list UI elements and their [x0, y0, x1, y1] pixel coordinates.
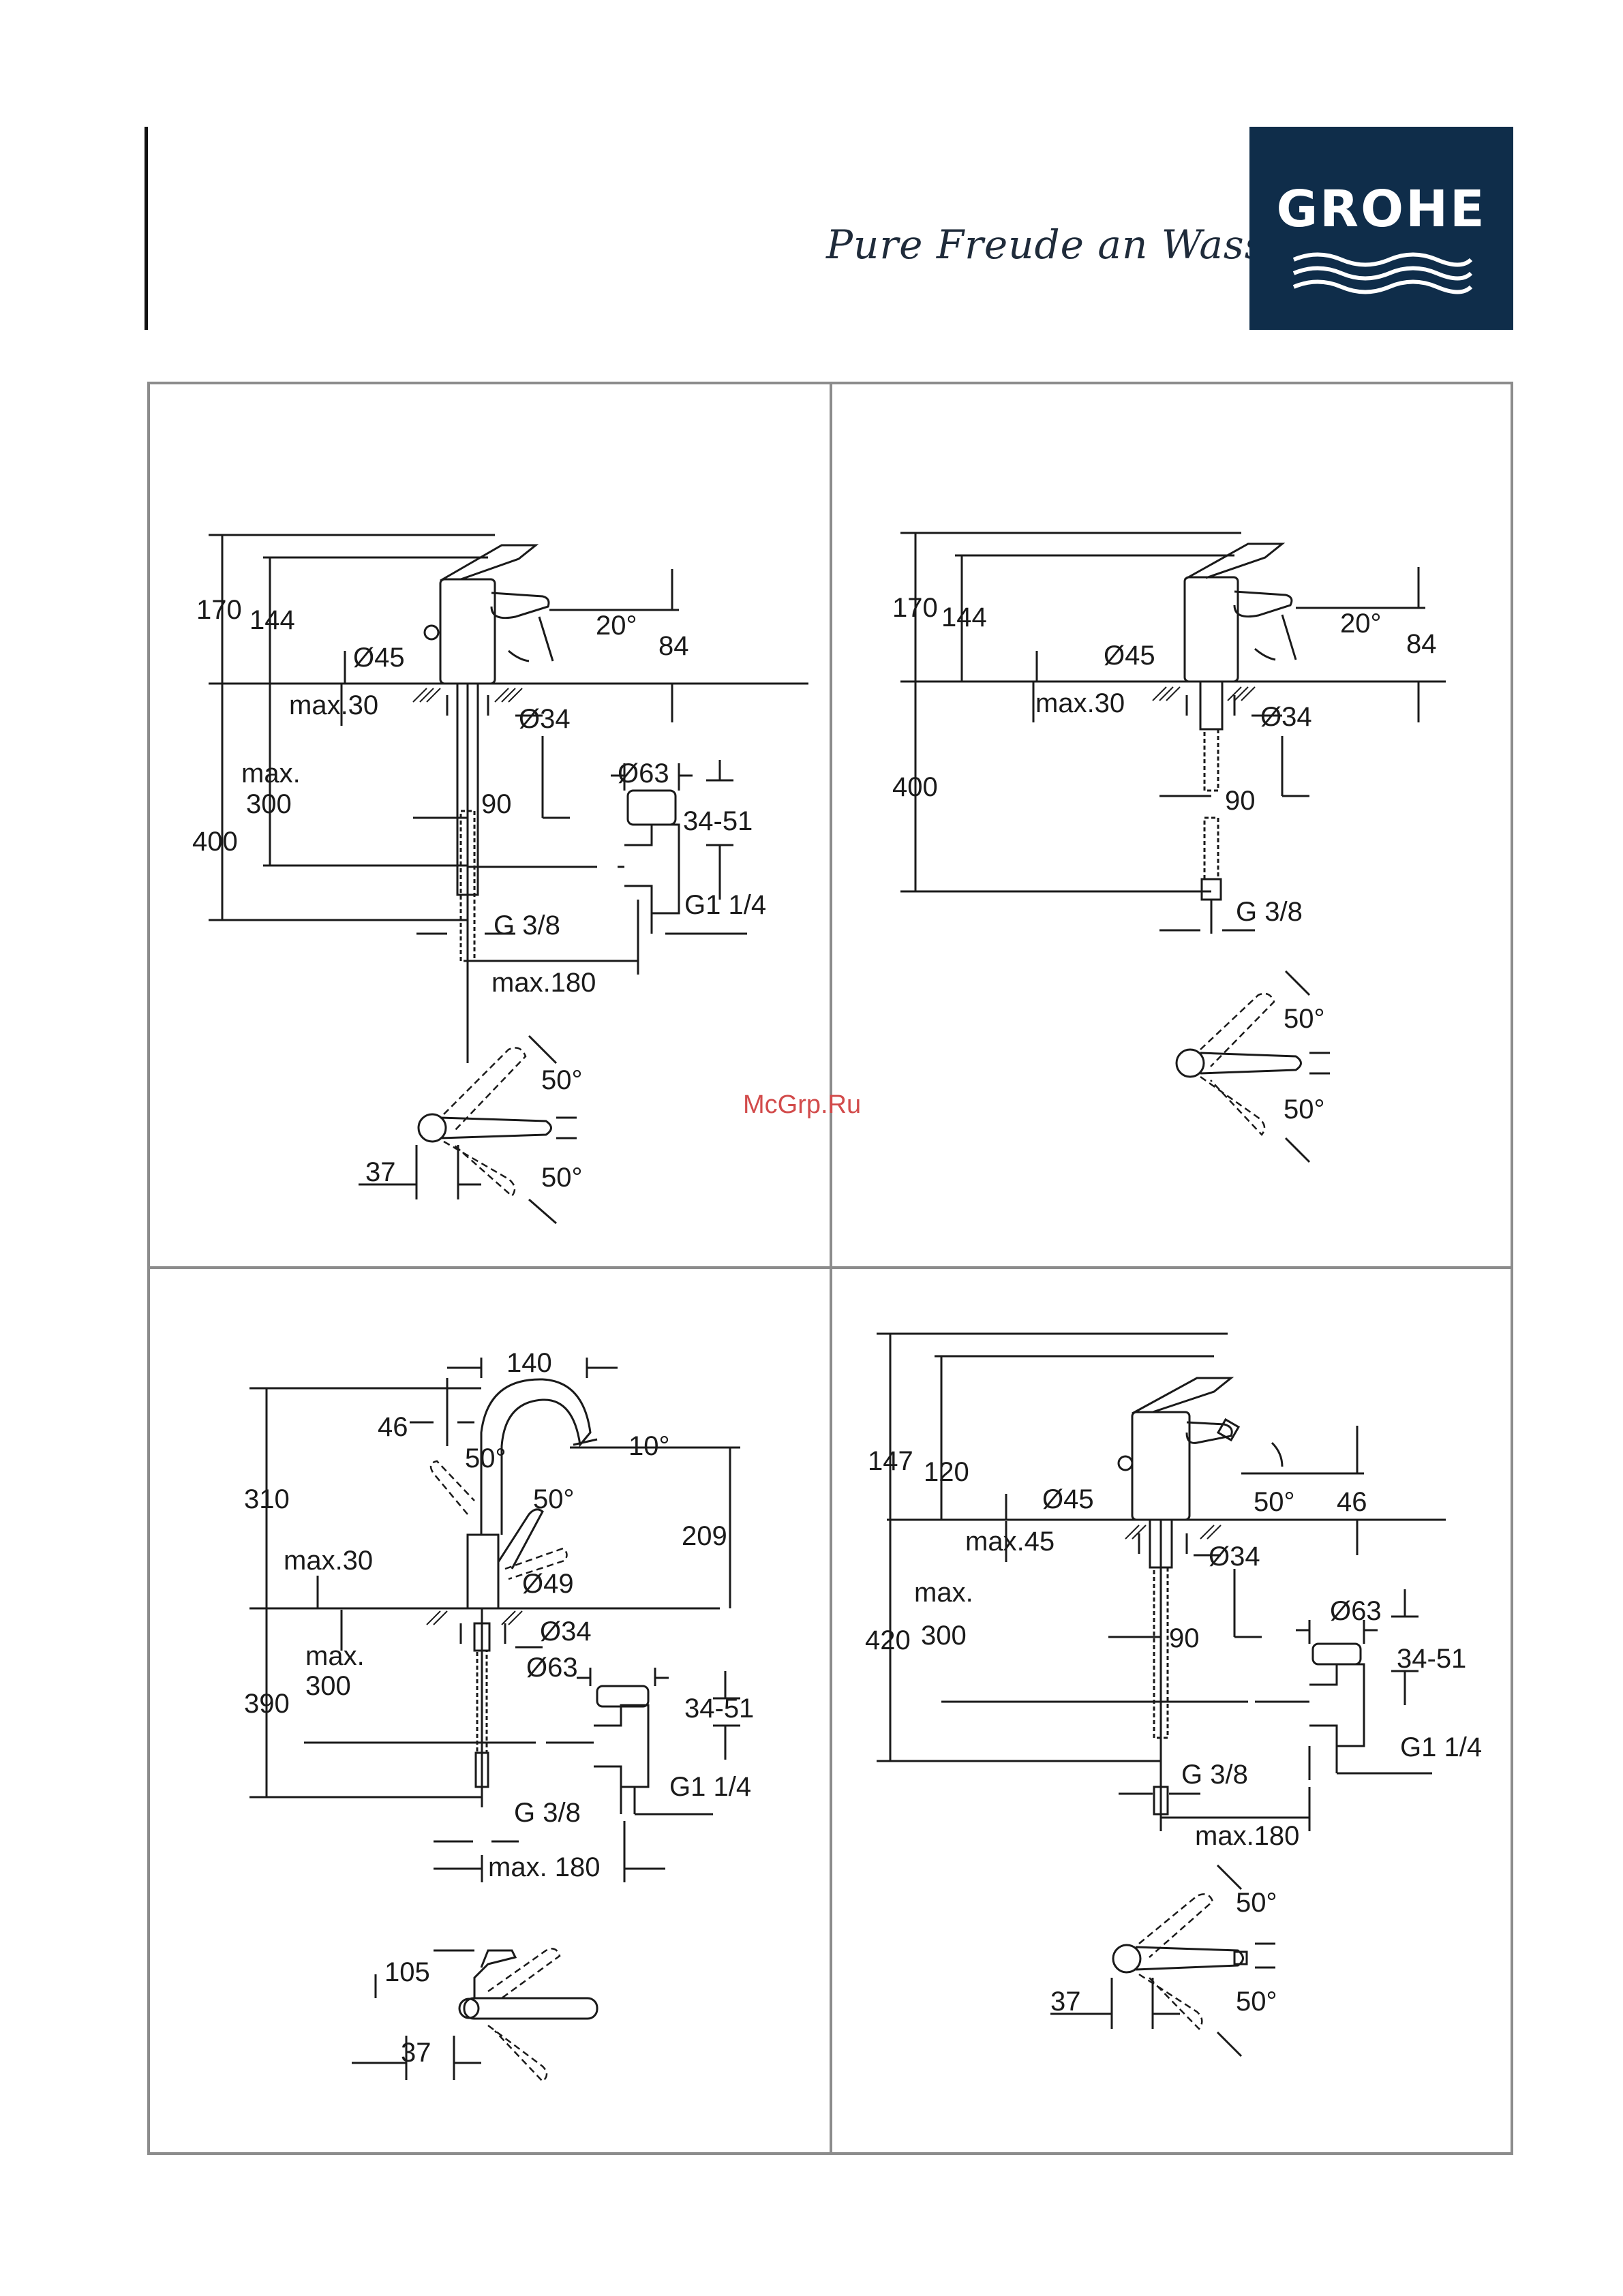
dim-50deg-b: 50° — [533, 1484, 575, 1514]
dim-147: 147 — [868, 1446, 913, 1476]
grohe-logo: GROHE — [1249, 127, 1513, 330]
panel-bidet-mixer: 147 120 Ø45 50° 46 max.45 Ø34 max. 420 3… — [832, 1269, 1513, 2155]
dim-g38: G 3/8 — [514, 1798, 581, 1828]
technical-drawing-2 — [900, 532, 1446, 1163]
dim-170: 170 — [892, 593, 938, 623]
dim-d34: Ø34 — [540, 1617, 592, 1647]
dim-max30: max.30 — [289, 690, 379, 720]
dim-max30: max.30 — [1035, 688, 1125, 718]
dim-g38: G 3/8 — [1236, 897, 1303, 927]
dim-50deg-b: 50° — [541, 1163, 583, 1193]
dim-144: 144 — [249, 605, 295, 635]
dim-20deg: 20° — [1340, 609, 1382, 639]
dim-105: 105 — [384, 1957, 430, 1987]
panel-basin-mixer-smooth: 170 144 Ø45 20° 84 max.30 Ø34 400 90 G 3… — [832, 382, 1513, 1266]
water-waves-icon — [1292, 252, 1473, 294]
dim-46: 46 — [378, 1412, 408, 1442]
dim-84: 84 — [1406, 629, 1437, 659]
dim-d49: Ø49 — [522, 1569, 574, 1599]
dim-34-51: 34-51 — [683, 806, 753, 836]
dim-max-word: max. — [914, 1578, 973, 1608]
dim-d63: Ø63 — [526, 1653, 578, 1683]
dim-g114: G1 1/4 — [669, 1772, 752, 1802]
dim-d34: Ø34 — [1209, 1542, 1260, 1572]
dim-310: 310 — [244, 1484, 290, 1514]
dim-g38: G 3/8 — [1181, 1760, 1248, 1790]
dim-max30: max.30 — [284, 1546, 374, 1576]
dim-390: 390 — [244, 1689, 290, 1719]
watermark-text: McGrp.Ru — [743, 1090, 862, 1119]
dim-400: 400 — [892, 772, 938, 802]
dim-170: 170 — [196, 595, 242, 625]
dim-144: 144 — [941, 602, 987, 632]
dim-37: 37 — [1050, 1987, 1081, 2017]
grid-divider-horizontal — [147, 1266, 1513, 1269]
dim-max180: max. 180 — [488, 1852, 601, 1882]
dim-max180: max.180 — [491, 968, 596, 998]
dim-34-51: 34-51 — [1397, 1644, 1467, 1674]
dim-50deg-b: 50° — [1236, 1987, 1277, 2017]
dim-300: 300 — [246, 789, 292, 819]
logo-wordmark: GROHE — [1276, 180, 1487, 239]
dim-max45: max.45 — [965, 1527, 1055, 1557]
dim-d34: Ø34 — [1260, 702, 1312, 732]
dim-d63: Ø63 — [618, 759, 669, 789]
dim-420: 420 — [865, 1625, 911, 1655]
dim-50deg-a: 50° — [1236, 1888, 1277, 1918]
header-rule — [145, 127, 148, 330]
dim-d45: Ø45 — [1042, 1484, 1094, 1514]
dim-300: 300 — [921, 1621, 967, 1651]
dim-g114: G1 1/4 — [1400, 1732, 1483, 1762]
dim-max-word: max. — [305, 1641, 365, 1671]
dim-d34: Ø34 — [519, 704, 571, 734]
panel-basin-mixer-popup: 170 144 Ø45 20° 84 max.30 Ø34 Ø63 max. 3… — [147, 382, 830, 1266]
dim-140: 140 — [506, 1348, 552, 1378]
dim-50deg-b: 50° — [1284, 1095, 1325, 1124]
technical-drawing-4 — [877, 1332, 1446, 2057]
dim-d45: Ø45 — [353, 643, 405, 673]
dim-g114: G1 1/4 — [684, 890, 767, 920]
dim-84: 84 — [658, 631, 689, 661]
dim-90: 90 — [1225, 786, 1256, 816]
dim-d63: Ø63 — [1330, 1596, 1382, 1626]
panel-basin-mixer-high-spout: 140 46 10° 50° 50° 310 209 max.30 Ø49 Ø3… — [147, 1269, 830, 2155]
dim-34-51: 34-51 — [684, 1694, 755, 1724]
dim-max-word: max. — [241, 759, 301, 789]
dim-max180: max.180 — [1195, 1821, 1300, 1851]
dim-20deg: 20° — [596, 611, 637, 641]
dim-10deg: 10° — [628, 1431, 670, 1461]
brand-tagline: Pure Freude an Wasser — [826, 221, 1309, 268]
dim-50deg: 50° — [1254, 1487, 1295, 1517]
dim-50deg-a: 50° — [465, 1443, 506, 1473]
dim-g38: G 3/8 — [494, 910, 560, 940]
technical-drawing-3 — [249, 1358, 740, 2083]
dim-209: 209 — [682, 1521, 727, 1551]
dim-90: 90 — [1169, 1623, 1200, 1653]
dim-37: 37 — [401, 2038, 431, 2068]
dim-37: 37 — [365, 1157, 396, 1187]
dim-50deg-a: 50° — [541, 1065, 583, 1095]
dim-120: 120 — [924, 1457, 969, 1487]
dim-50deg-a: 50° — [1284, 1004, 1325, 1034]
technical-drawing-1 — [209, 534, 808, 1225]
dim-400: 400 — [192, 827, 238, 857]
dim-46: 46 — [1337, 1487, 1367, 1517]
dim-90: 90 — [481, 789, 512, 819]
dim-300: 300 — [305, 1671, 351, 1701]
dim-d45: Ø45 — [1104, 641, 1155, 671]
